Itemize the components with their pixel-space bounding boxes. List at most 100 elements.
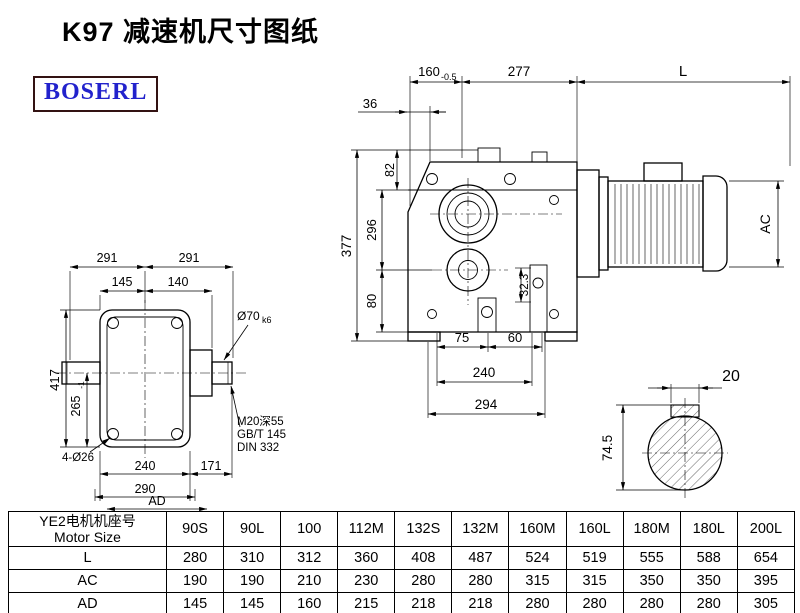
- dim-AD-label: AD: [148, 494, 165, 508]
- dim-240-label: 240: [473, 365, 496, 380]
- dim-171-label: 171: [201, 459, 222, 473]
- table-cell: 654: [736, 546, 796, 570]
- dim-277-label: 277: [508, 64, 531, 79]
- dim-240-front-label: 240: [135, 459, 156, 473]
- col-header-90L: 90L: [223, 511, 282, 547]
- note-din-label: DIN 332: [237, 442, 279, 454]
- motor-size-label-cn: YE2电机机座号: [39, 513, 136, 529]
- fan-cover: [702, 175, 728, 272]
- table-cell: 280: [394, 569, 453, 593]
- table-cell: 524: [508, 546, 567, 570]
- dim-82-label: 82: [383, 163, 397, 177]
- boserl-logo: BOSERL: [33, 76, 159, 112]
- table-header-row: YE2电机机座号 Motor Size 90S 90L 100 112M 132…: [8, 511, 796, 547]
- table-cell: 519: [565, 546, 624, 570]
- col-header-200L: 200L: [736, 511, 796, 547]
- dim-bolt-holes-label: 4-Ø26: [62, 452, 94, 464]
- table-cell: 230: [337, 569, 396, 593]
- table-cell: 555: [622, 546, 681, 570]
- dim-shaft-label: Ø70: [237, 309, 260, 323]
- table-cell: 215: [337, 592, 396, 613]
- table-cell: 160: [280, 592, 339, 613]
- motor-size-table: YE2电机机座号 Motor Size 90S 90L 100 112M 132…: [8, 511, 796, 613]
- dim-160-label: 160: [418, 64, 440, 79]
- main-view-dimensions: 160 -0.5 277 L 36 377 296 80 82: [339, 63, 791, 418]
- table-cell: 210: [280, 569, 339, 593]
- motor: [576, 162, 728, 278]
- dim-265-label: 265: [69, 396, 83, 417]
- col-header-180L: 180L: [679, 511, 738, 547]
- note-thread-label: M20深55: [237, 414, 284, 428]
- motor-size-header-cell: YE2电机机座号 Motor Size: [8, 511, 167, 547]
- dim-L-label: L: [679, 63, 687, 80]
- dim-145-label: 145: [112, 275, 133, 289]
- dim-377-label: 377: [339, 235, 354, 258]
- boserl-logo-text: BOSERL: [44, 79, 148, 105]
- table-cell: 280: [622, 592, 681, 613]
- table-cell: 218: [451, 592, 510, 613]
- row-label-L: L: [8, 546, 167, 570]
- dim-shaft-tol-label: k6: [262, 315, 272, 325]
- dim-32-3-label: 32.3: [519, 274, 531, 296]
- table-cell: 310: [223, 546, 282, 570]
- table-cell: 280: [451, 569, 510, 593]
- dim-80-label: 80: [364, 294, 379, 308]
- table-cell: 305: [736, 592, 796, 613]
- row-label-AD: AD: [8, 592, 167, 613]
- gearbox-front-view: [56, 300, 249, 458]
- table-cell: 350: [679, 569, 738, 593]
- col-header-100: 100: [280, 511, 339, 547]
- motor-size-label-en: Motor Size: [54, 529, 121, 545]
- table-row-AD: AD 145 145 160 215 218 218 280 280 280 2…: [8, 592, 796, 613]
- dim-296-label: 296: [364, 219, 379, 241]
- table-row-AC: AC 190 190 210 230 280 280 315 315 350 3…: [8, 569, 796, 593]
- table-cell: 190: [165, 569, 225, 593]
- table-cell: 487: [451, 546, 510, 570]
- col-header-132M: 132M: [451, 511, 510, 547]
- front-view-dimensions: 291 291 145 140 417 265 -1 4-Ø26 Ø70 k6 …: [47, 251, 286, 512]
- row-label-AC: AC: [8, 569, 167, 593]
- dim-290-label: 290: [135, 482, 156, 496]
- gearbox-side-view: [407, 147, 578, 342]
- table-cell: 145: [165, 592, 225, 613]
- shaft-cross-section: 20 74.5: [600, 368, 740, 498]
- dim-key-width-label: 20: [722, 368, 740, 385]
- col-header-180M: 180M: [622, 511, 681, 547]
- table-cell: 312: [280, 546, 339, 570]
- table-cell: 280: [679, 592, 738, 613]
- page-title: K97 减速机尺寸图纸: [62, 17, 320, 47]
- dim-75-label: 75: [455, 330, 469, 345]
- dim-160-tol-label: -0.5: [441, 72, 457, 82]
- table-cell: 395: [736, 569, 796, 593]
- table-cell: 280: [565, 592, 624, 613]
- dim-265-tol-label: -1: [76, 381, 86, 389]
- table-row-L: L 280 310 312 360 408 487 524 519 555 58…: [8, 546, 796, 570]
- dim-291-left-label: 291: [97, 251, 118, 265]
- table-cell: 315: [565, 569, 624, 593]
- col-header-132S: 132S: [394, 511, 453, 547]
- dim-AC-label: AC: [757, 214, 773, 233]
- note-standard-label: GB/T 145: [237, 429, 286, 441]
- table-cell: 315: [508, 569, 567, 593]
- col-header-112M: 112M: [337, 511, 396, 547]
- dim-60-label: 60: [508, 330, 522, 345]
- dim-294-label: 294: [475, 397, 498, 412]
- table-cell: 190: [223, 569, 282, 593]
- dim-140-label: 140: [168, 275, 189, 289]
- col-header-160M: 160M: [508, 511, 567, 547]
- table-cell: 218: [394, 592, 453, 613]
- table-cell: 408: [394, 546, 453, 570]
- table-cell: 280: [508, 592, 567, 613]
- dim-291-right-label: 291: [179, 251, 200, 265]
- table-cell: 588: [679, 546, 738, 570]
- table-cell: 360: [337, 546, 396, 570]
- table-cell: 280: [165, 546, 225, 570]
- col-header-160L: 160L: [565, 511, 624, 547]
- table-cell: 145: [223, 592, 282, 613]
- col-header-90S: 90S: [165, 511, 225, 547]
- motor-fins: [612, 184, 700, 264]
- dim-417-label: 417: [47, 369, 62, 391]
- dim-74-5-label: 74.5: [600, 435, 615, 461]
